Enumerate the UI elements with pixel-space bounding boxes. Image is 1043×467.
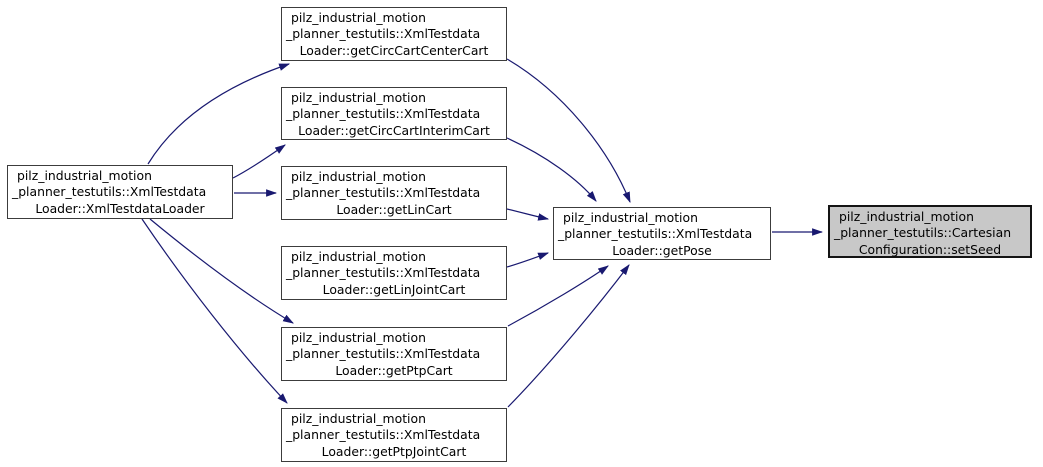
node-getlinjointcart[interactable]: pilz_industrial_motion _planner_testutil… xyxy=(281,246,507,300)
node-label-line: _planner_testutils::XmlTestdata xyxy=(286,185,481,201)
node-label-line: pilz_industrial_motion xyxy=(291,330,426,345)
node-label-line: Loader::getLinCart xyxy=(336,201,452,217)
node-label-line: Loader::XmlTestdataLoader xyxy=(35,200,205,216)
edge-xmlTestdataLoader-getCircCartInterimCart xyxy=(232,144,286,179)
node-label-line: Loader::getCircCartCenterCart xyxy=(299,42,489,58)
node-xmltestdataloader-constructor[interactable]: pilz_industrial_motion _planner_testutil… xyxy=(7,165,233,219)
node-getcirccartcentercart[interactable]: pilz_industrial_motion _planner_testutil… xyxy=(281,7,507,61)
node-label-line: pilz_industrial_motion xyxy=(291,411,426,426)
node-label-line: Configuration::setSeed xyxy=(858,241,1002,257)
node-label-line: Loader::getPtpCart xyxy=(335,362,453,378)
edge-getCircCartInterimCart-getPose xyxy=(506,137,597,202)
node-label-line: _planner_testutils::XmlTestdata xyxy=(558,226,753,242)
edge-getPtpJointCart-getPose xyxy=(507,264,630,408)
edge-xmlTestdataLoader-getCircCartCenterCart xyxy=(147,63,291,165)
edge-getLinCart-getPose xyxy=(506,208,550,221)
node-label-line: _planner_testutils::XmlTestdata xyxy=(286,427,481,443)
node-label-line: _planner_testutils::XmlTestdata xyxy=(286,265,481,281)
node-label-line: Loader::getPose xyxy=(612,242,712,258)
node-getcirccartinterimcart[interactable]: pilz_industrial_motion _planner_testutil… xyxy=(281,87,507,140)
node-getlincart[interactable]: pilz_industrial_motion _planner_testutil… xyxy=(281,166,507,220)
node-label-line: _planner_testutils::Cartesian xyxy=(834,225,1012,241)
edge-xmlTestdataLoader-getPtpCart xyxy=(149,218,294,324)
node-label-line: _planner_testutils::XmlTestdata xyxy=(286,26,481,42)
node-label-line: _planner_testutils::XmlTestdata xyxy=(286,346,481,362)
node-label-line: pilz_industrial_motion xyxy=(839,209,974,224)
edge-getLinJointCart-getPose xyxy=(506,252,550,268)
edge-xmlTestdataLoader-getPtpJointCart xyxy=(141,218,288,404)
node-label-line: _planner_testutils::XmlTestdata xyxy=(286,106,481,122)
node-label-line: Loader::getCircCartInterimCart xyxy=(298,122,490,138)
node-label-line: pilz_industrial_motion xyxy=(291,10,426,25)
node-label-line: Loader::getLinJointCart xyxy=(322,281,466,297)
node-label-line: pilz_industrial_motion xyxy=(291,90,426,105)
node-getptpcart[interactable]: pilz_industrial_motion _planner_testutil… xyxy=(281,327,507,381)
node-setseed-current: pilz_industrial_motion _planner_testutil… xyxy=(828,205,1032,258)
node-getptpjointcart[interactable]: pilz_industrial_motion _planner_testutil… xyxy=(281,408,507,462)
node-label-line: pilz_industrial_motion xyxy=(563,210,698,225)
node-label-line: pilz_industrial_motion xyxy=(17,168,152,183)
node-label-line: pilz_industrial_motion xyxy=(291,249,426,264)
node-getpose[interactable]: pilz_industrial_motion _planner_testutil… xyxy=(553,207,771,260)
edge-getPtpCart-getPose xyxy=(507,265,609,327)
node-label-line: pilz_industrial_motion xyxy=(291,169,426,184)
edge-getCircCartCenterCart-getPose xyxy=(506,58,631,204)
node-label-line: _planner_testutils::XmlTestdata xyxy=(12,184,207,200)
node-label-line: Loader::getPtpJointCart xyxy=(321,443,467,459)
